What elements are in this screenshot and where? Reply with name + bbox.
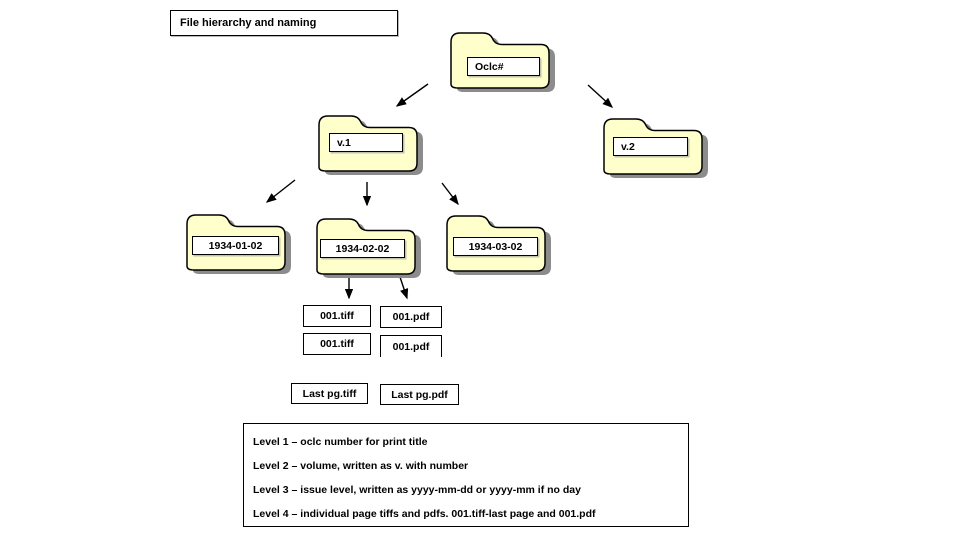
- diagram-title-box: File hierarchy and naming: [170, 10, 398, 36]
- arrow-oclc-to-v2: [587, 84, 614, 108]
- legend-line-level4: Level 4 – individual page tiffs and pdfs…: [253, 508, 596, 520]
- folder-oclc: Oclc#: [447, 28, 557, 94]
- file-box-001-pdf-2: 001.pdf: [380, 335, 442, 357]
- folder-label: v.1: [329, 133, 403, 152]
- diagram-title: File hierarchy and naming: [180, 17, 317, 29]
- file-box-001-tiff-1: 001.tiff: [303, 305, 371, 327]
- arrow-issue2-to-pdf: [399, 276, 409, 300]
- folder-label: 1934-03-02: [453, 237, 538, 256]
- legend-line-level3: Level 3 – issue level, written as yyyy-m…: [253, 484, 581, 496]
- folder-label: 1934-02-02: [320, 239, 405, 258]
- folder-v2: v.2: [600, 114, 710, 180]
- folder-label: Oclc#: [467, 57, 540, 76]
- file-box-last-pg-tiff: Last pg.tiff: [291, 383, 368, 404]
- arrow-v1-to-issue1: [265, 179, 296, 203]
- legend-line-level1: Level 1 – oclc number for print title: [253, 436, 428, 448]
- folder-1934-02-02: 1934-02-02: [313, 214, 423, 280]
- legend-line-level2: Level 2 – volume, written as v. with num…: [253, 460, 469, 472]
- folder-1934-01-02: 1934-01-02: [183, 210, 293, 276]
- folder-v1: v.1: [315, 111, 425, 177]
- folder-label: 1934-01-02: [192, 236, 279, 255]
- file-box-last-pg-pdf: Last pg.pdf: [380, 384, 459, 405]
- legend-box: Level 1 – oclc number for print title Le…: [243, 423, 689, 527]
- arrow-v1-to-issue3: [441, 182, 459, 206]
- file-box-001-tiff-2: 001.tiff: [303, 333, 371, 355]
- folder-label: v.2: [613, 137, 688, 156]
- folder-1934-03-02: 1934-03-02: [443, 211, 553, 277]
- file-box-001-pdf-1: 001.pdf: [380, 306, 442, 328]
- arrow-oclc-to-v1: [395, 83, 429, 107]
